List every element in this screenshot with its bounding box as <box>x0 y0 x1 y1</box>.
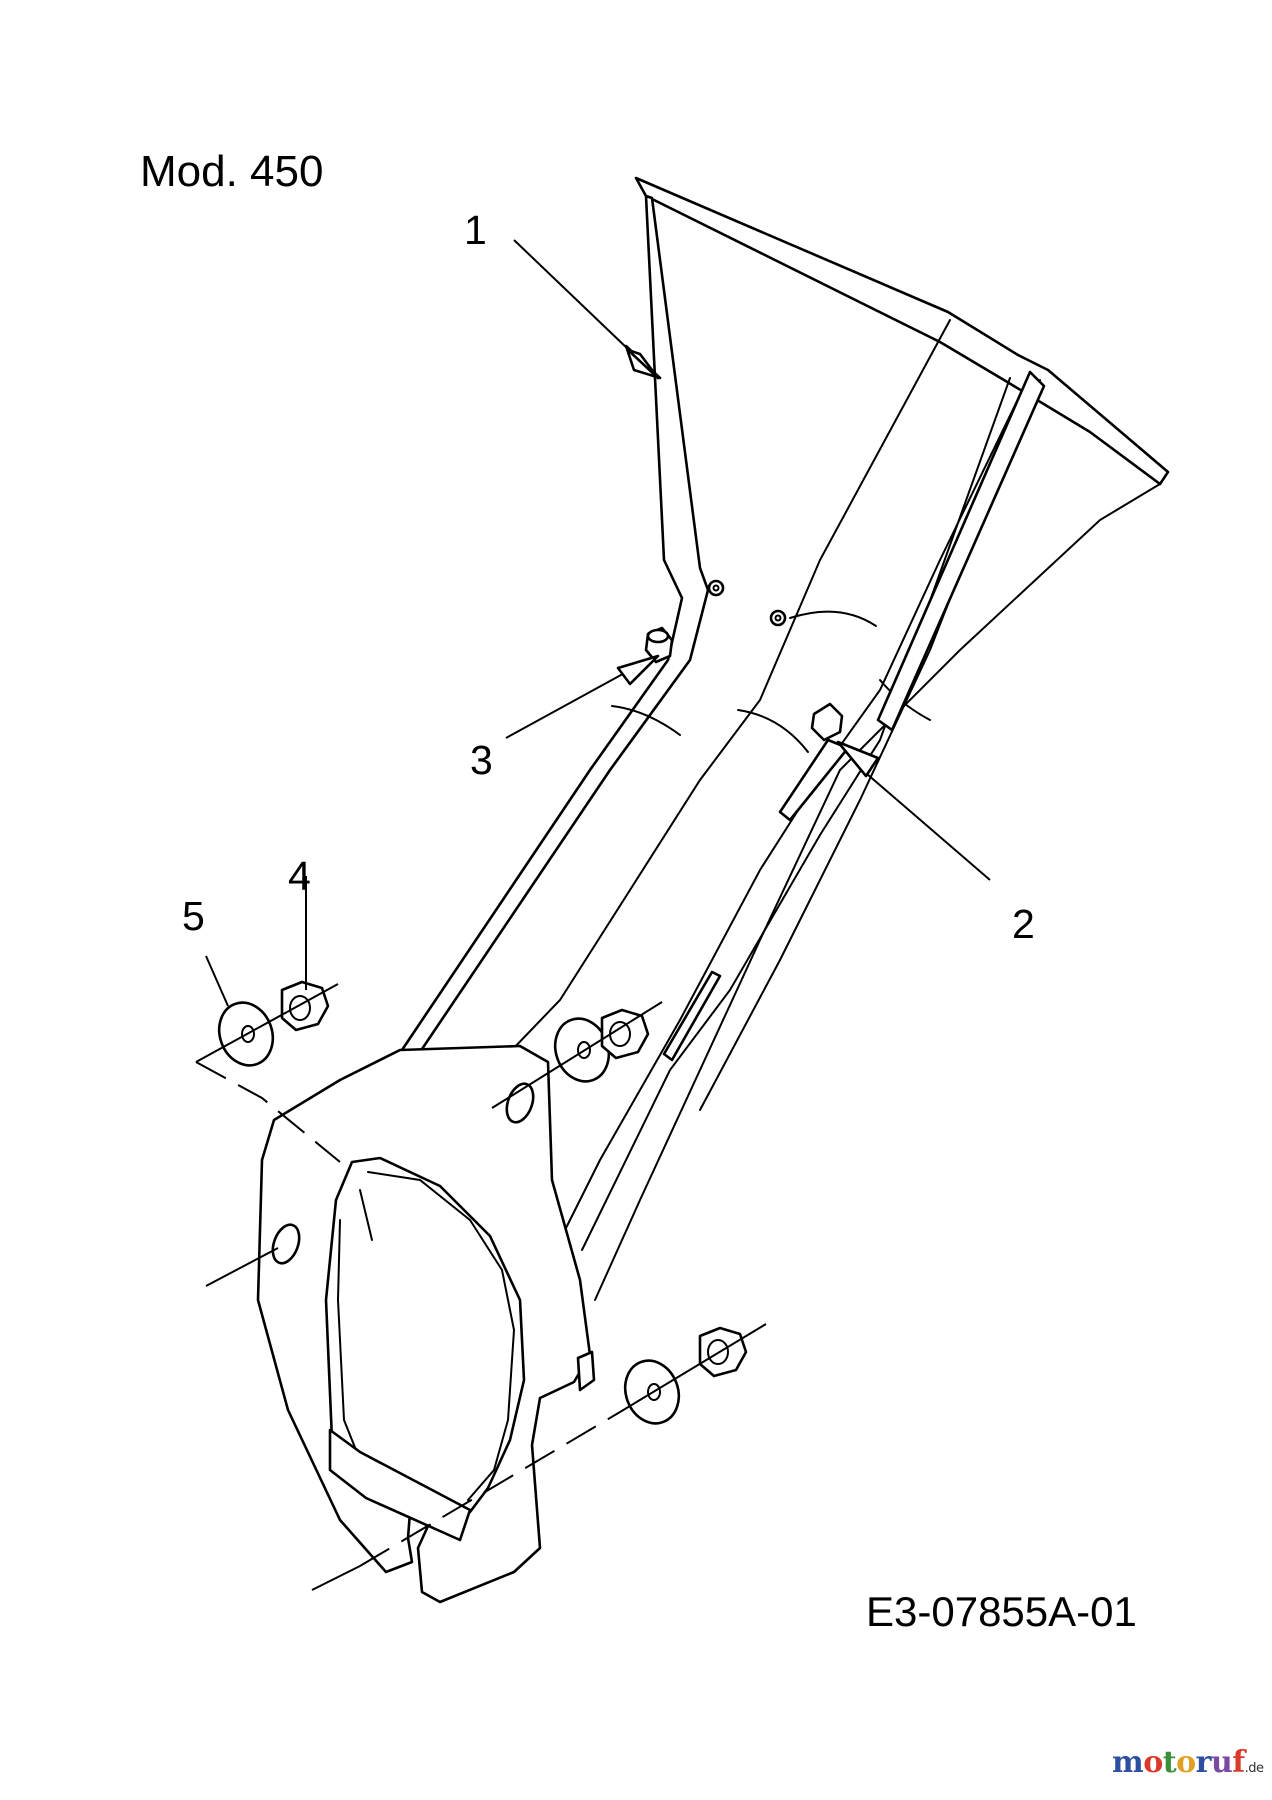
model-label: Mod. 450 <box>140 147 323 196</box>
callout-leaders <box>205 239 991 1007</box>
brand-letter: m <box>1112 1745 1144 1780</box>
chute-base-flange <box>256 1044 596 1604</box>
watermark-logo: motoruf.de <box>1112 1745 1264 1780</box>
brand-tld: .de <box>1244 1761 1264 1776</box>
brand-letter: t <box>1162 1745 1177 1780</box>
callout-1: 1 <box>464 207 487 253</box>
assembly-axes <box>195 983 767 1591</box>
brand-letter: u <box>1210 1745 1233 1780</box>
callout-3: 3 <box>470 737 493 783</box>
brand-letter: r <box>1195 1745 1212 1780</box>
brand-letter: f <box>1232 1745 1245 1780</box>
callout-5: 5 <box>182 893 205 939</box>
drawing-code: E3-07855A-01 <box>866 1588 1137 1635</box>
brand-letter: o <box>1176 1745 1196 1780</box>
brand-letter: o <box>1143 1745 1163 1780</box>
chute-part-1 <box>400 176 1170 1301</box>
hardware <box>217 980 748 1425</box>
callout-2: 2 <box>1012 901 1035 947</box>
callout-4: 4 <box>288 853 311 899</box>
